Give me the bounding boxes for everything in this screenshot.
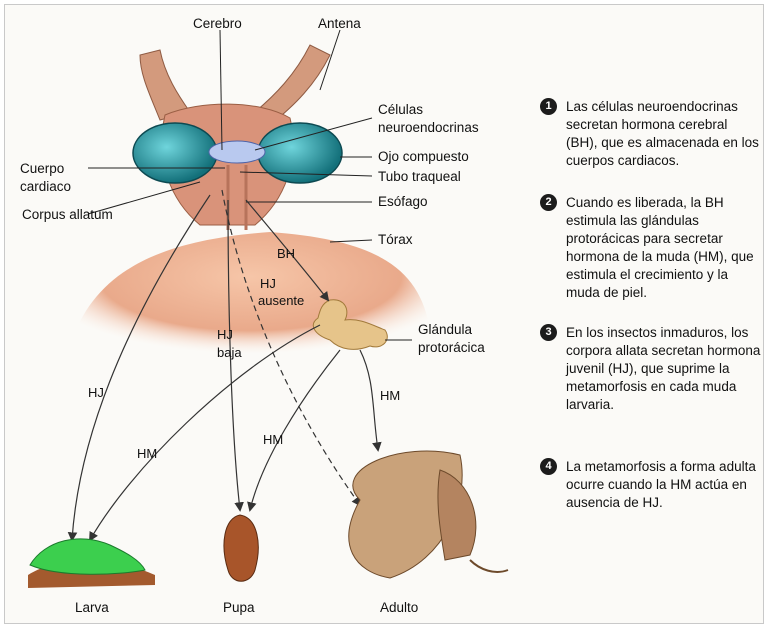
arrow-label-hj-ausente-2: ausente xyxy=(258,293,304,308)
step-4-number: 4 xyxy=(540,458,557,475)
step-2: 2 Cuando es liberada, la BH estimula las… xyxy=(540,194,762,302)
step-3: 3 En los insectos inmaduros, los corpora… xyxy=(540,324,762,414)
label-cerebro: Cerebro xyxy=(193,16,242,31)
label-pupa: Pupa xyxy=(223,600,255,615)
step-1-text: Las células neuroendocrinas secretan hor… xyxy=(566,99,759,168)
step-4-text: La metamorfosis a forma adulta ocurre cu… xyxy=(566,459,756,510)
step-2-number: 2 xyxy=(540,194,557,211)
arrow-label-hm-adulto: HM xyxy=(380,388,400,403)
compound-eye-left xyxy=(133,123,217,183)
label-torax: Tórax xyxy=(378,232,413,247)
label-celulas-1: Células xyxy=(378,102,423,117)
arrow-label-bh: BH xyxy=(277,246,295,261)
arrow-label-hj-baja-1: HJ xyxy=(217,327,233,342)
label-celulas-2: neuroendocrinas xyxy=(378,120,479,135)
step-1-number: 1 xyxy=(540,98,557,115)
label-antena: Antena xyxy=(318,16,361,31)
label-larva: Larva xyxy=(75,600,109,615)
label-corpus: Corpus allatum xyxy=(22,207,113,222)
label-glandula-1: Glándula xyxy=(418,322,473,337)
step-4: 4 La metamorfosis a forma adulta ocurre … xyxy=(540,458,762,512)
label-ojo: Ojo compuesto xyxy=(378,149,469,164)
label-adulto: Adulto xyxy=(380,600,418,615)
step-list: 1 Las células neuroendocrinas secretan h… xyxy=(540,98,762,512)
arrow-label-hm-larva: HM xyxy=(137,446,157,461)
arrow-label-hj-baja-2: baja xyxy=(217,345,242,360)
pupa-illustration xyxy=(224,515,258,581)
step-1: 1 Las células neuroendocrinas secretan h… xyxy=(540,98,762,170)
arrow-label-hm-pupa: HM xyxy=(263,432,283,447)
arrow-label-hj-ausente-1: HJ xyxy=(260,276,276,291)
arrow-label-hj-larva: HJ xyxy=(88,385,104,400)
label-glandula-2: protorácica xyxy=(418,340,485,355)
step-3-text: En los insectos inmaduros, los corpora a… xyxy=(566,325,760,412)
step-2-text: Cuando es liberada, la BH estimula las g… xyxy=(566,195,754,300)
label-cuerpo-1: Cuerpo xyxy=(20,161,64,176)
adult-moth-illustration xyxy=(349,451,508,578)
label-esofago: Esófago xyxy=(378,194,428,209)
step-3-number: 3 xyxy=(540,324,557,341)
label-cuerpo-2: cardiaco xyxy=(20,179,71,194)
larva-illustration xyxy=(28,539,155,588)
label-tubo: Tubo traqueal xyxy=(378,169,461,184)
brain-shape xyxy=(209,141,265,163)
